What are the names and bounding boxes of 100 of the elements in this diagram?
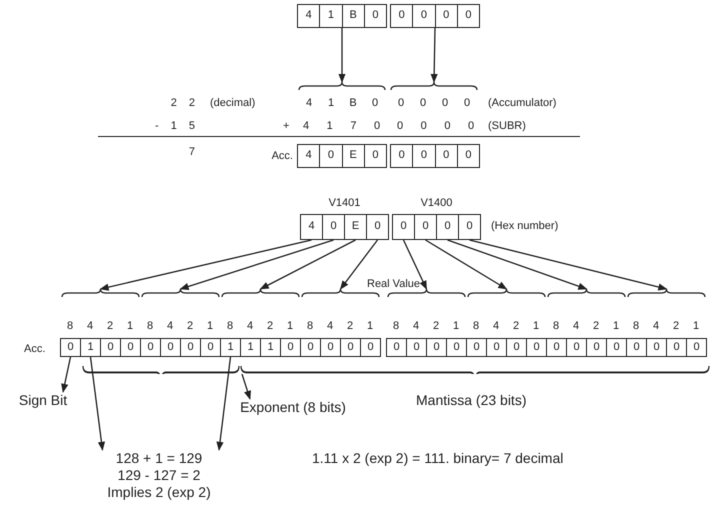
bit-cell: 0 (486, 338, 507, 357)
hex-digit: 4 (304, 8, 313, 23)
hex-digit: 0 (392, 214, 415, 240)
hex-digit: 0 (412, 5, 434, 27)
digit-row-text: 2 2 (170, 96, 195, 110)
arrow (469, 239, 668, 291)
bit-weight: 4 (326, 319, 334, 333)
bit-cell: 0 (360, 338, 381, 357)
bit-weight: 8 (552, 319, 560, 333)
hex-digit: 0 (456, 145, 479, 167)
bit-weight: 8 (472, 319, 480, 333)
field-label: Exponent (8 bits) (239, 399, 347, 416)
unit-note: (decimal) (210, 96, 256, 110)
hex-digit: 0 (322, 214, 345, 240)
bit-weight: 1 (286, 319, 294, 333)
hex-digit: 0 (396, 96, 406, 110)
formula-text: Implies 2 (exp 2) (106, 484, 212, 501)
bit-cell: 0 (180, 338, 201, 357)
bit-weight: 2 (512, 319, 520, 333)
bit-cell: 0 (546, 338, 567, 357)
bit-weight: 8 (632, 319, 640, 333)
hex-digit: 4 (304, 96, 314, 110)
bit-weight: 1 (612, 319, 620, 333)
bit-weight: 2 (106, 319, 114, 333)
arrow (100, 239, 312, 291)
bit-cell: 0 (666, 338, 687, 357)
bit-cell: 1 (240, 338, 261, 357)
hex-digit: 0 (418, 96, 428, 110)
formula-text: 128 + 1 = 129 (114, 450, 204, 467)
bit-cell: 0 (120, 338, 141, 357)
bit-cell: 0 (646, 338, 667, 357)
hex-digit: 0 (458, 214, 481, 240)
bit-weight: 1 (452, 319, 460, 333)
bit-weight: 8 (306, 319, 314, 333)
digit-row-text: - 1 5 (154, 119, 195, 133)
hex-digit: 0 (412, 145, 434, 167)
hex-digit: 1 (319, 5, 342, 27)
arrow (216, 356, 232, 451)
bit-cell: 0 (446, 338, 467, 357)
arrow (61, 356, 72, 393)
hex-digit: 4 (304, 148, 313, 163)
hex-digit: 0 (370, 96, 380, 110)
register-label: Acc. (24, 342, 46, 356)
bit-weight: 8 (392, 319, 400, 333)
hex-digit: 0 (434, 5, 457, 27)
register-box (297, 4, 387, 28)
hex-digit: 0 (456, 5, 479, 27)
hex-digit: 0 (364, 5, 386, 27)
bit-cell: 0 (100, 338, 121, 357)
bit-weight: 2 (672, 319, 680, 333)
bit-weight: 1 (532, 319, 540, 333)
register-box (390, 4, 480, 28)
hex-digit: 0 (364, 145, 386, 167)
bit-weight: 1 (366, 319, 374, 333)
field-label: Mantissa (23 bits) (416, 392, 526, 409)
bit-cell: 1 (220, 338, 241, 357)
hex-digit: 0 (436, 214, 459, 240)
arrow (260, 239, 356, 290)
bit-weight: 2 (186, 319, 194, 333)
bit-weight: 4 (246, 319, 254, 333)
bit-weight: 2 (346, 319, 354, 333)
bit-cell: 0 (526, 338, 547, 357)
bit-weight: 4 (166, 319, 174, 333)
bit-cell: 0 (340, 338, 361, 357)
hex-digit: 4 (300, 214, 323, 240)
bit-weight: 4 (412, 319, 420, 333)
bit-weight: 8 (66, 319, 74, 333)
arrow (430, 28, 438, 83)
formula-text: 1.11 x 2 (exp 2) = 111. binary= 7 decimal (312, 450, 564, 467)
hex-digit: 0 (462, 96, 472, 110)
bit-cell: 1 (80, 338, 101, 357)
bit-weight: 2 (432, 319, 440, 333)
bit-weight: 4 (86, 319, 94, 333)
register-note: (Accumulator) (488, 96, 556, 110)
hex-digit: E (344, 214, 367, 240)
operator-sign: + (283, 119, 290, 133)
bit-cell: 0 (140, 338, 161, 357)
arrow (447, 239, 588, 290)
bit-cell: 0 (686, 338, 707, 357)
hex-digit: E (342, 145, 364, 167)
hex-digit: 0 (319, 145, 342, 167)
register-label: V1401 (328, 196, 362, 210)
hex-digit: B (348, 96, 358, 110)
hex-digit: 0 (366, 214, 389, 240)
bit-weight: 4 (572, 319, 580, 333)
bit-cell: 0 (406, 338, 427, 357)
bit-cell: 0 (606, 338, 627, 357)
bit-cell: 0 (626, 338, 647, 357)
bit-cell: 0 (466, 338, 487, 357)
register-box (390, 144, 480, 168)
field-label: Sign Bit (18, 392, 68, 409)
formula-text: 129 - 127 = 2 (116, 467, 202, 484)
hex-digit: 1 (326, 96, 336, 110)
hex-digit: B (342, 5, 364, 27)
hex-digit: 0 (414, 214, 437, 240)
arrow (340, 240, 378, 290)
hex-digit: 0 (434, 145, 457, 167)
unit-note: (Hex number) (491, 219, 558, 233)
bit-cell: 1 (260, 338, 281, 357)
result-digit: 7 (188, 145, 195, 159)
